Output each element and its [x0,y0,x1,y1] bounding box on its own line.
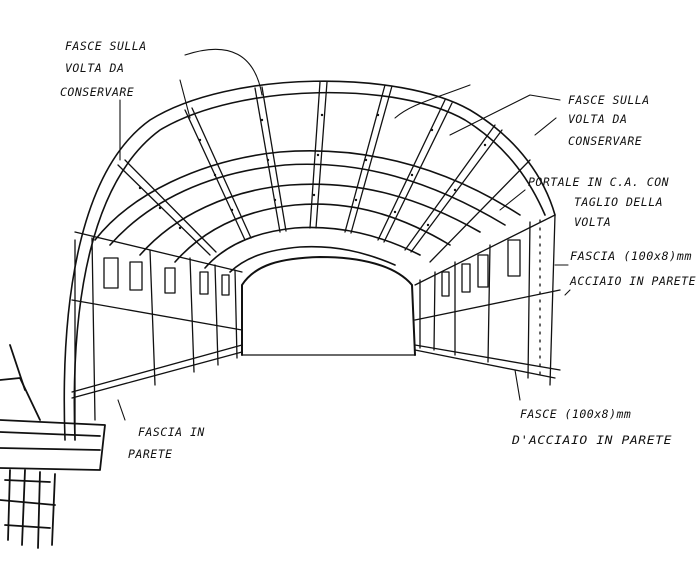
label-top-left-line-3: CONSERVARE [60,85,134,99]
label-top-left-line-2: VOLTA DA [65,61,124,75]
right-wall [414,214,561,386]
leader-lines [117,48,571,421]
label-portal-line-1: PORTALE IN C.A. CON [528,175,669,189]
label-fasce-bottom: FASCE (100x8)mm D'ACCIAIO IN PARETE [511,407,672,447]
label-portal-line-2: TAGLIO DELLA [574,195,663,209]
label-top-left-line-1: FASCE SULLA [65,39,147,53]
band-rivets [138,113,487,230]
foreground-wall [0,344,106,549]
label-portal: PORTALE IN C.A. CON TAGLIO DELLA VOLTA [528,175,669,229]
label-fascia-right: FASCIA (100x8)mm ACCIAIO IN PARETE [569,249,696,288]
label-fasce-bottom-line-2: D'ACCIAIO IN PARETE [511,433,672,447]
label-fascia-left-line-2: PARETE [128,447,173,461]
label-fascia-right-line-1: FASCIA (100x8)mm [570,249,692,263]
label-top-right-line-2: VOLTA DA [568,112,627,126]
label-top-left: FASCE SULLA VOLTA DA CONSERVARE [60,39,147,99]
left-wall [71,231,243,441]
label-fascia-left-line-1: FASCIA IN [138,425,205,439]
label-fascia-right-line-2: ACCIAIO IN PARETE [569,274,696,288]
label-portal-line-3: VOLTA [574,215,611,229]
label-fasce-bottom-line-1: FASCE (100x8)mm [520,407,631,421]
label-top-right-line-3: CONSERVARE [568,134,642,148]
label-top-right: FASCE SULLA VOLTA DA CONSERVARE [568,93,650,148]
label-top-right-line-1: FASCE SULLA [568,93,650,107]
vault-arches [63,80,556,441]
label-fascia-left: FASCIA IN PARETE [128,425,205,461]
